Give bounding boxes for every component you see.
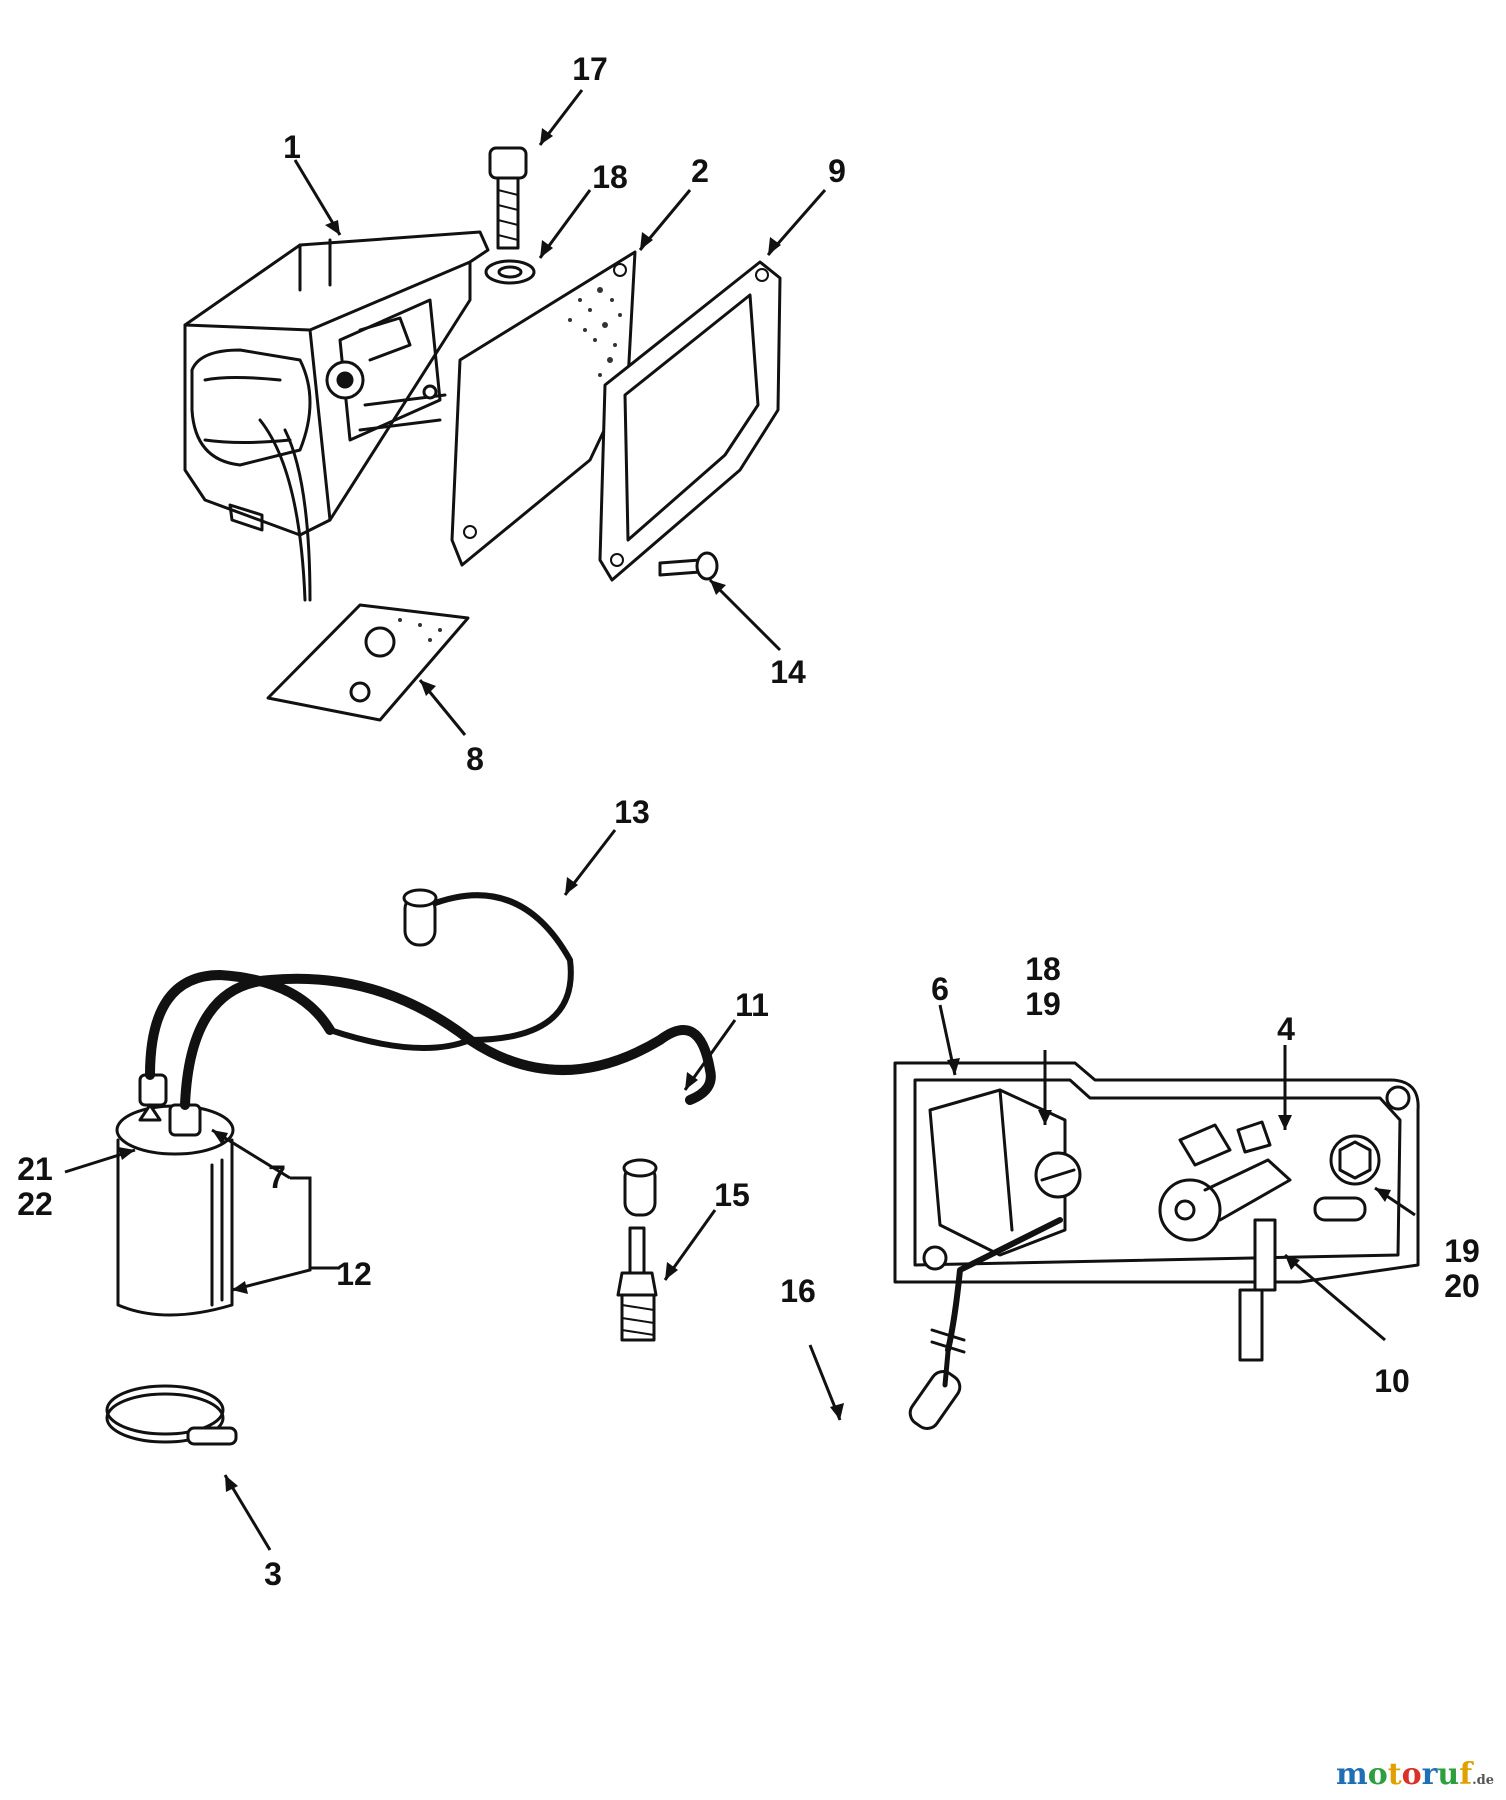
breaker-lead: [908, 1217, 1063, 1430]
lead-13: [402, 888, 574, 1043]
callout-10: 10: [1374, 1363, 1410, 1399]
callout-1: 1: [283, 129, 301, 165]
cover-plate-stipple: [568, 287, 622, 377]
cover-gasket: [598, 260, 782, 582]
watermark-letter: t: [1387, 1757, 1402, 1792]
watermark-letter: f: [1459, 1757, 1473, 1792]
callout-11: 11: [735, 987, 769, 1023]
callout-21: 21: [17, 1151, 53, 1187]
callout-19-lower: 19: [1444, 1233, 1480, 1269]
callout-15: 15: [714, 1177, 750, 1213]
shaft: [1238, 1288, 1264, 1362]
ignition-coil: [115, 1073, 235, 1317]
cover-plate: [450, 250, 637, 567]
callout-2: 2: [691, 153, 709, 189]
motoruf-watermark: motoruf.de: [1336, 1757, 1494, 1792]
leader-lines: [64, 89, 1416, 1551]
callout-20: 20: [1444, 1268, 1480, 1304]
washer-18: [484, 259, 536, 285]
pivot-nut: [1313, 1134, 1381, 1222]
callout-labels: 17 1 18 2 9 14 8 13 11 15 21 22 7 12 3 6…: [17, 51, 1480, 1592]
condenser-6: [928, 1088, 1082, 1257]
terminal-11: [622, 1158, 658, 1217]
callout-12: 12: [336, 1256, 372, 1292]
callout-14: 14: [770, 654, 806, 690]
watermark-letter: u: [1437, 1757, 1460, 1792]
callout-3: 3: [264, 1556, 282, 1592]
spark-plug-15: [616, 1226, 658, 1342]
callout-19-upper: 19: [1025, 986, 1061, 1022]
watermark-letter: r: [1421, 1757, 1438, 1792]
callout-8: 8: [466, 741, 484, 777]
coil-leads: [145, 970, 716, 1110]
screw-17: [488, 146, 528, 250]
breaker-housing: [183, 230, 490, 602]
callout-4: 4: [1277, 1011, 1295, 1047]
callout-6: 6: [931, 971, 949, 1007]
callout-17: 17: [572, 51, 608, 87]
callout-18-top: 18: [592, 159, 628, 195]
callout-9: 9: [828, 153, 846, 189]
callout-22: 22: [17, 1186, 53, 1222]
gasket-8: [266, 603, 470, 722]
points-4: [1158, 1120, 1292, 1292]
callout-13: 13: [614, 794, 650, 830]
watermark-tld: .de: [1472, 1773, 1494, 1788]
watermark-letter: m: [1335, 1757, 1368, 1792]
callout-7: 7: [268, 1159, 286, 1195]
clamp-3: [105, 1384, 238, 1446]
screw-14: [658, 551, 719, 581]
callout-18-right: 18: [1025, 951, 1061, 987]
callout-16: 16: [780, 1273, 816, 1309]
watermark-letter: o: [1401, 1757, 1422, 1792]
watermark-letter: o: [1367, 1757, 1388, 1792]
